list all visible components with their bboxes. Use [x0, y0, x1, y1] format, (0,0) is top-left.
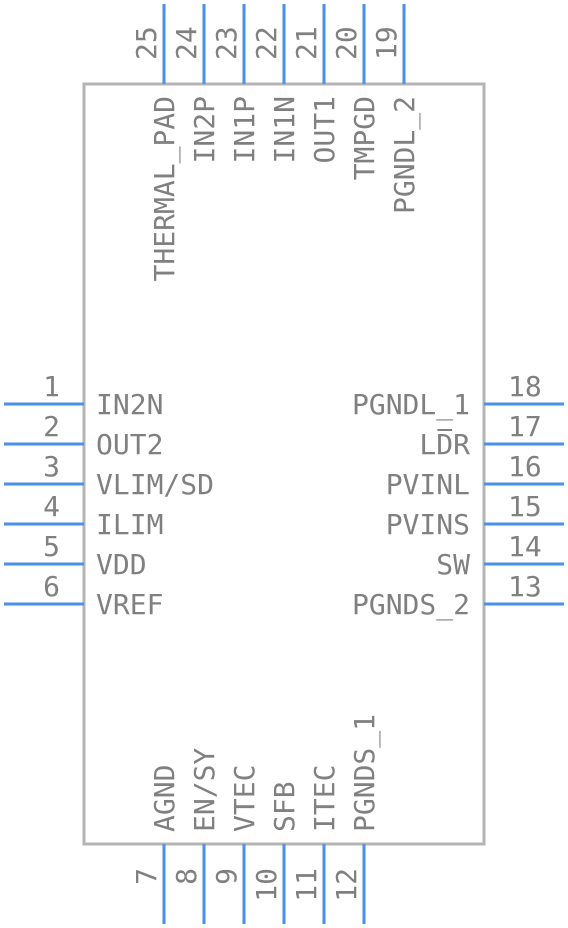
- pin-label-pgnds-2: PGNDS_2: [352, 588, 470, 622]
- pin-11-number: 11: [290, 868, 323, 902]
- pin-label-vref: VREF: [96, 588, 163, 621]
- pin-24-number: 24: [170, 26, 203, 60]
- pin-2-number: 2: [43, 410, 60, 443]
- pin-3-number: 3: [43, 450, 60, 483]
- pin-label-in1n: IN1N: [268, 96, 301, 163]
- pin-21-number: 21: [290, 26, 323, 60]
- pin-13-number: 13: [508, 570, 542, 603]
- pin-9-number: 9: [210, 868, 243, 885]
- pin-label-vdd: VDD: [96, 548, 147, 581]
- pin-label-ldr: LDR: [419, 428, 470, 461]
- pin-label-tmpgd: TMPGD: [348, 96, 381, 180]
- pin-6-number: 6: [43, 570, 60, 603]
- pin-label-out1: OUT1: [308, 96, 341, 163]
- pin-label-out2: OUT2: [96, 428, 163, 461]
- pin-group: 1IN2N2OUT23VLIM/SD4ILIM5VDD6VREF18PGNDL_…: [4, 4, 564, 924]
- pin-7-number: 7: [130, 868, 163, 885]
- pin-8-number: 8: [170, 868, 203, 885]
- pin-label-pvins: PVINS: [386, 508, 470, 541]
- pin-25-number: 25: [130, 26, 163, 60]
- pin-19-number: 19: [370, 26, 403, 60]
- pin-17-number: 17: [508, 410, 542, 443]
- pin-12-number: 12: [330, 868, 363, 902]
- pin-label-vtec: VTEC: [228, 765, 261, 832]
- pin-label-in1p: IN1P: [228, 96, 261, 163]
- pin-14-number: 14: [508, 530, 542, 563]
- pin-1-number: 1: [43, 370, 60, 403]
- pin-4-number: 4: [43, 490, 60, 523]
- pin-label-sw: SW: [436, 548, 470, 581]
- pin-10-number: 10: [250, 868, 283, 902]
- pin-label-in2n: IN2N: [96, 388, 163, 421]
- pin-16-number: 16: [508, 450, 542, 483]
- pin-label-vlim-sd: VLIM/SD: [96, 468, 214, 501]
- pin-23-number: 23: [210, 26, 243, 60]
- pin-15-number: 15: [508, 490, 542, 523]
- pin-label-in2p: IN2P: [188, 96, 221, 163]
- pin-5-number: 5: [43, 530, 60, 563]
- pin-label-pgndl-1: PGNDL_1: [352, 388, 470, 422]
- pin-label-pgndl-2: PGNDL_2: [388, 96, 422, 214]
- pin-label-en-sy: EN/SY: [188, 748, 221, 832]
- pin-label-agnd: AGND: [148, 765, 181, 832]
- pin-20-number: 20: [330, 26, 363, 60]
- pin-label-pvinl: PVINL: [386, 468, 470, 501]
- pin-label-itec: ITEC: [308, 765, 341, 832]
- pin-22-number: 22: [250, 26, 283, 60]
- pin-label-thermal-pad: THERMAL_PAD: [148, 96, 182, 281]
- pin-label-ilim: ILIM: [96, 508, 163, 541]
- ic-body: [82, 82, 486, 846]
- pin-label-pgnds-1: PGNDS_1: [348, 714, 382, 832]
- pin-18-number: 18: [508, 370, 542, 403]
- pin-label-sfb: SFB: [268, 781, 301, 832]
